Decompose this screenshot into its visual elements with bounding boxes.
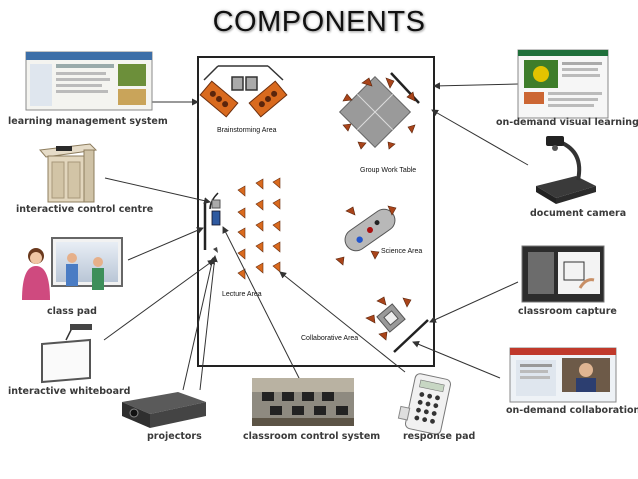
whiteboard-image [41,324,92,384]
label-on-demand-collaboration: on-demand collaboration [506,405,638,416]
label-on-demand-visual-learning: on-demand visual learning [496,117,638,128]
connector-lines [103,82,529,391]
group-work-table [338,72,420,150]
visual-learning-screenshot [517,49,609,119]
computer-lab-image [252,378,354,426]
class-pad-image [22,237,123,300]
collaboration-screenshot [509,347,617,403]
document-camera-image [536,136,596,204]
page-title: COMPONENTS [212,6,426,38]
label-class-pad: class pad [47,306,97,317]
group-work-label: Group Work Table [360,167,416,174]
brainstorming-area-label: Brainstorming Area [217,127,277,134]
lecture-area [203,177,281,280]
label-learning-management-system: learning management system [8,116,168,127]
science-area [335,205,397,266]
label-interactive-control-centre: interactive control centre [16,204,153,215]
brainstorming-area [199,65,288,118]
classroom-capture-screenshot [521,245,605,303]
lecture-area-label: Lecture Area [222,291,262,298]
label-document-camera: document camera [530,208,626,219]
science-area-label: Science Area [381,248,422,255]
label-projectors: projectors [147,431,202,442]
label-interactive-whiteboard: interactive whiteboard [8,386,130,397]
label-classroom-control-system: classroom control system [243,431,380,442]
lectern-image [39,143,98,203]
label-response-pad: response pad [403,431,475,442]
projector-image [122,392,206,428]
collaborative-area [365,296,429,353]
collaborative-area-label: Collaborative Area [301,335,358,342]
label-classroom-capture: classroom capture [518,306,617,317]
response-pad-image [397,373,451,435]
lms-screenshot [25,51,153,111]
